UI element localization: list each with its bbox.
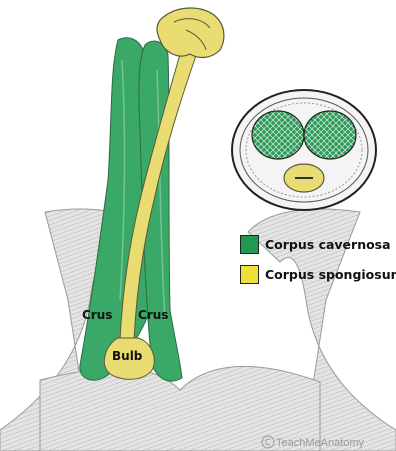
legend-label: Corpus cavernosa bbox=[265, 237, 391, 252]
legend-item-corpus-cavernosa: Corpus cavernosa bbox=[240, 232, 396, 256]
watermark: TeachMeAnatomy bbox=[276, 437, 364, 449]
cross-section bbox=[232, 90, 376, 210]
glans bbox=[157, 8, 224, 57]
label-bulb: Bulb bbox=[112, 349, 142, 363]
cavernosum-section-left bbox=[252, 111, 304, 159]
cavernosum-section-right bbox=[304, 111, 356, 159]
legend-swatch-yellow bbox=[240, 265, 259, 284]
legend-item-corpus-spongiosum: Corpus spongiosum bbox=[240, 262, 396, 286]
label-crus-right: Crus bbox=[138, 308, 168, 322]
legend-swatch-green bbox=[240, 235, 259, 254]
label-crus-left: Crus bbox=[82, 308, 112, 322]
legend-label: Corpus spongiosum bbox=[265, 267, 396, 282]
